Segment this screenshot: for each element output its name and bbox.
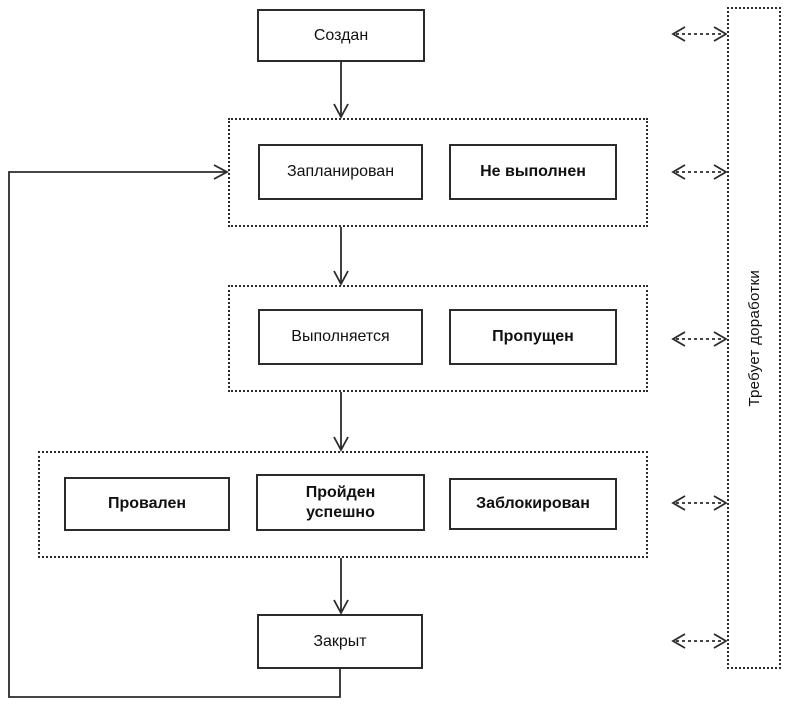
node-planned: Запланирован xyxy=(258,144,423,200)
node-not-executed-label: Не выполнен xyxy=(480,163,586,181)
dashed-arrow-result-rework xyxy=(671,495,728,511)
node-passed-label: Пройден успешно xyxy=(305,484,376,521)
node-in-progress: Выполняется xyxy=(258,309,423,365)
group-result-stage xyxy=(38,451,648,558)
node-rework-label: Требует доработки xyxy=(745,269,763,407)
node-planned-label: Запланирован xyxy=(286,163,395,181)
node-failed: Провален xyxy=(64,477,230,531)
dashed-arrow-execution-rework xyxy=(671,331,728,347)
dashed-arrow-created-rework xyxy=(671,26,728,42)
dashed-arrow-closed-rework xyxy=(671,633,728,649)
node-closed: Закрыт xyxy=(257,614,423,669)
node-in-progress-label: Выполняется xyxy=(291,328,390,346)
node-blocked: Заблокирован xyxy=(449,478,617,530)
arrow-created-to-planned-group xyxy=(333,62,349,119)
node-failed-label: Провален xyxy=(107,495,187,513)
node-not-executed: Не выполнен xyxy=(449,144,617,200)
node-created-label: Создан xyxy=(313,26,369,44)
arrow-closed-loop-to-planned-group xyxy=(8,164,341,698)
node-passed: Пройден успешно xyxy=(256,474,425,531)
node-skipped-label: Пропущен xyxy=(492,328,574,346)
node-blocked-label: Заблокирован xyxy=(476,495,590,513)
arrow-result-to-closed xyxy=(333,558,349,615)
group-execution-stage xyxy=(228,285,648,392)
group-planned-stage xyxy=(228,118,648,227)
node-created: Создан xyxy=(257,9,425,62)
dashed-arrow-planned-rework xyxy=(671,164,728,180)
node-rework: Требует доработки xyxy=(727,7,781,669)
arrow-planned-to-execution-group xyxy=(333,227,349,286)
arrow-execution-to-result-group xyxy=(333,392,349,452)
node-skipped: Пропущен xyxy=(449,309,617,365)
node-closed-label: Закрыт xyxy=(313,632,367,650)
